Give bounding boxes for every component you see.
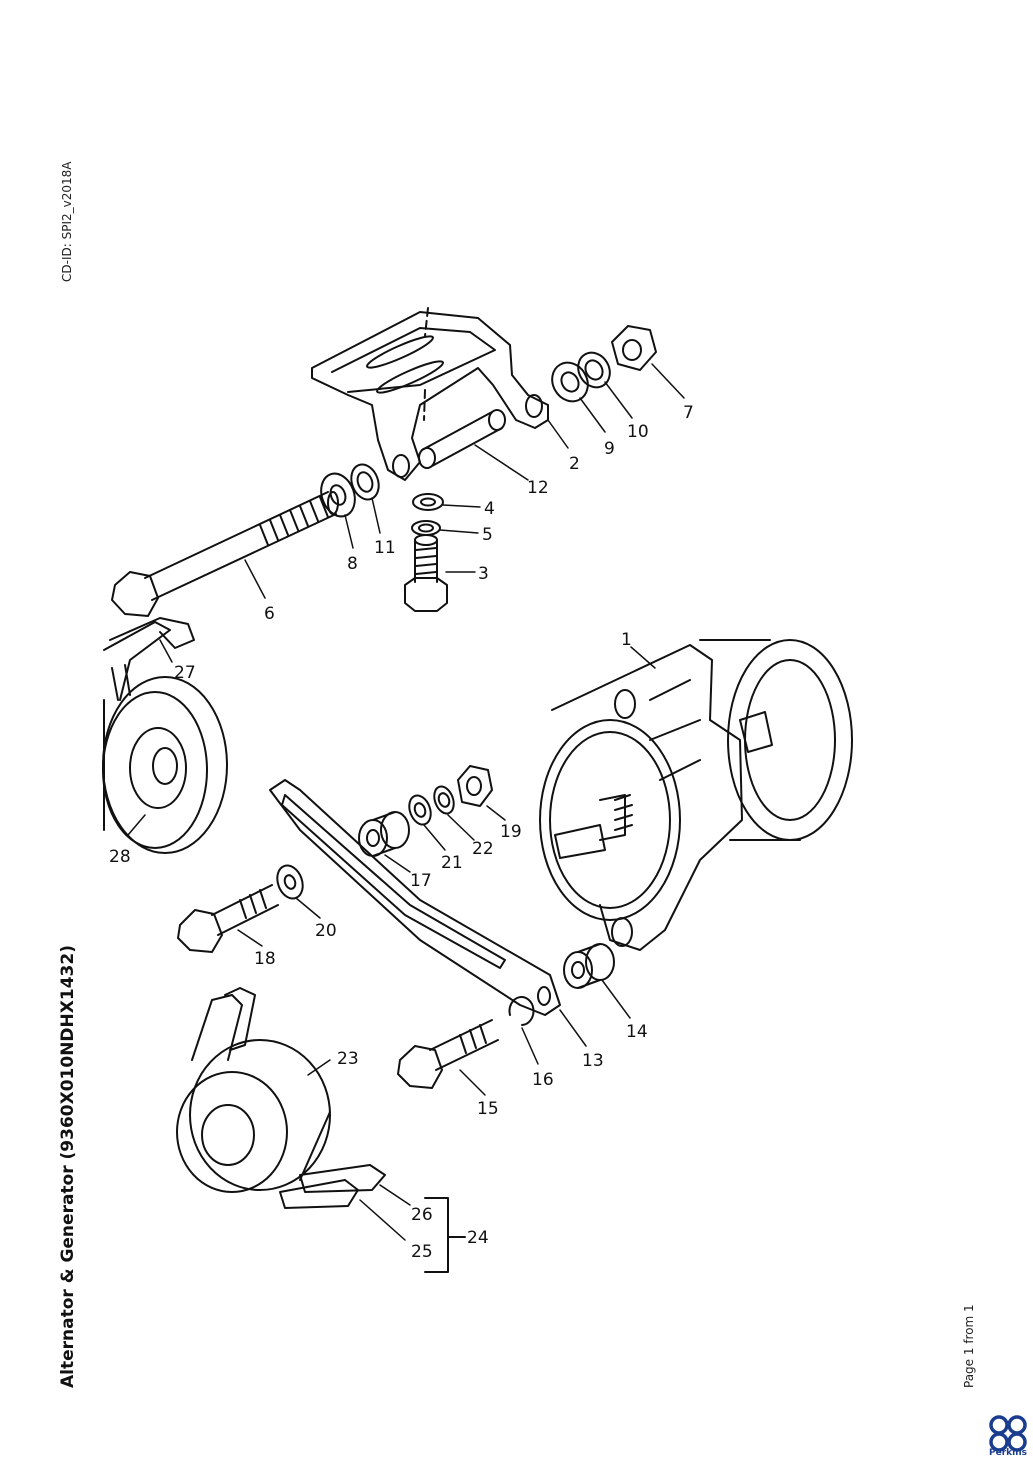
washer-8 (320, 472, 356, 518)
callout-13: 13 (582, 1051, 604, 1071)
callout-numbers: 1 2 3 4 5 6 7 8 9 10 11 12 13 14 15 16 1… (109, 403, 694, 1262)
callout-19: 19 (500, 822, 522, 842)
bolt-15 (397, 1019, 499, 1089)
callout-6: 6 (264, 604, 275, 624)
callout-16: 16 (532, 1070, 554, 1090)
nut-7 (611, 325, 657, 371)
callout-5: 5 (482, 525, 493, 545)
bolt-18 (177, 884, 279, 953)
callout-25: 25 (411, 1242, 433, 1262)
belt-26 (299, 1164, 386, 1193)
callout-7: 7 (683, 403, 694, 423)
alternator-1 (539, 639, 853, 951)
callout-26: 26 (411, 1205, 433, 1225)
brand-name: Perkins (989, 1448, 1027, 1458)
callout-2: 2 (569, 454, 580, 474)
callout-18: 18 (254, 949, 276, 969)
long-bolt-6 (111, 491, 339, 617)
belt-top-24 (191, 987, 256, 1061)
callout-20: 20 (315, 921, 337, 941)
callout-23: 23 (337, 1049, 359, 1069)
bolt-3 (404, 534, 448, 612)
drive-belt-27 (103, 617, 195, 701)
callout-21: 21 (441, 853, 463, 873)
callout-24: 24 (467, 1228, 489, 1248)
callout-10: 10 (627, 422, 649, 442)
washer-20 (276, 864, 304, 900)
callout-8: 8 (347, 554, 358, 574)
spacer-14 (563, 943, 615, 989)
adjusting-link-13 (269, 779, 561, 1016)
callout-27: 27 (174, 663, 196, 683)
belt-25 (279, 1179, 359, 1209)
washer-5 (411, 520, 441, 536)
spacer-tube (418, 409, 506, 469)
callout-11: 11 (374, 538, 396, 558)
nut-19 (457, 765, 493, 807)
washer-10 (577, 351, 611, 389)
callout-14: 14 (626, 1022, 648, 1042)
callout-4: 4 (484, 499, 495, 519)
spacer-17 (358, 811, 410, 857)
perkins-logo-icon (989, 1415, 1027, 1452)
callout-15: 15 (477, 1099, 499, 1119)
washer-9 (551, 361, 589, 403)
washer-21 (408, 794, 432, 826)
pulley-28 (102, 676, 228, 854)
circlip-16 (508, 996, 535, 1026)
callout-17: 17 (410, 871, 432, 891)
callout-3: 3 (478, 564, 489, 584)
callout-1: 1 (621, 630, 632, 650)
leader-lines (127, 363, 685, 1241)
callout-22: 22 (472, 839, 494, 859)
bracket-24 (424, 1197, 449, 1273)
callout-9: 9 (604, 439, 615, 459)
callout-12: 12 (527, 478, 549, 498)
washer-4 (412, 493, 444, 511)
washer-11 (350, 463, 380, 501)
callout-28: 28 (109, 847, 131, 867)
pulley-23 (176, 1039, 331, 1193)
mounting-bracket (311, 307, 549, 481)
washer-22 (433, 785, 455, 815)
